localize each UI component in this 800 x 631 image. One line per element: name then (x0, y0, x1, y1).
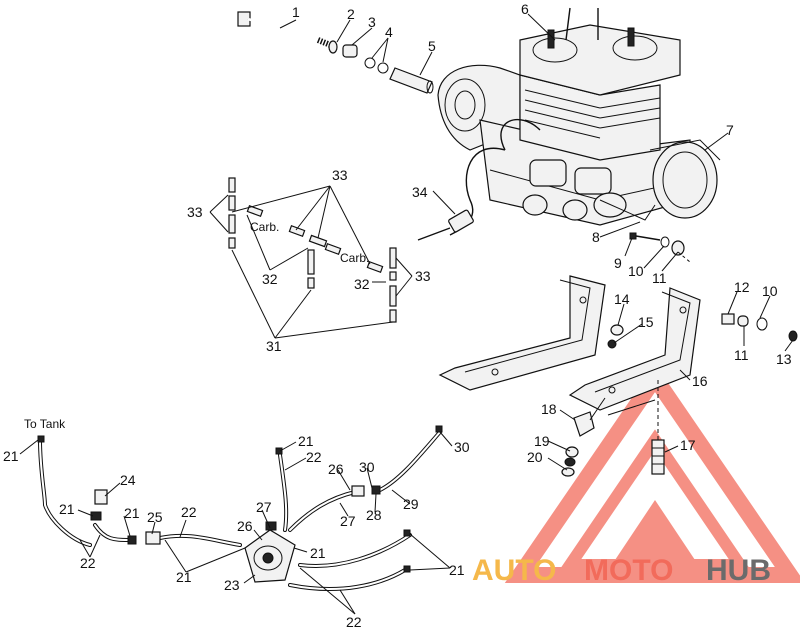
callout-17: 17 (680, 437, 696, 453)
bracket-part (573, 397, 606, 437)
to-tank-note: To Tank (24, 417, 66, 431)
callout-23: 23 (224, 577, 240, 593)
callout-21-pump: 21 (176, 569, 192, 585)
callout-1: 1 (292, 4, 300, 20)
callout-2: 2 (347, 6, 355, 22)
mount-nut-part (607, 324, 624, 349)
callout-26-pump: 26 (237, 518, 253, 534)
callout-32-right: 32 (354, 276, 370, 292)
callout-21-left: 21 (59, 501, 75, 517)
callout-22-left: 22 (80, 555, 96, 571)
engine-mount-right (568, 287, 701, 411)
carb-note-right: Carb. (340, 251, 369, 265)
watermark-word-moto: MOTO (584, 554, 673, 587)
watermark-text: AUTO MOTO HUB (472, 554, 771, 587)
fuel-hoses (38, 430, 442, 591)
callout-24: 24 (120, 472, 136, 488)
callout-7: 7 (726, 122, 734, 138)
callout-12: 12 (734, 279, 750, 295)
watermark-logo (504, 363, 800, 583)
sleeve-part (389, 67, 434, 94)
callout-27-pump: 27 (256, 499, 272, 515)
callout-32-left: 32 (262, 271, 278, 287)
callout-33-top: 33 (332, 167, 348, 183)
callout-22-mid: 22 (181, 504, 197, 520)
washer-part (328, 40, 338, 54)
leader-lines (19, 13, 794, 615)
impulse-fittings (228, 177, 397, 323)
callout-6: 6 (521, 1, 529, 17)
callout-22-top: 22 (306, 449, 322, 465)
callout-21-tank: 21 (3, 448, 19, 464)
stud-part (651, 380, 665, 475)
sensor-wire-part (417, 209, 474, 241)
callout-22-bottom: 22 (346, 614, 362, 630)
callout-18: 18 (541, 401, 557, 417)
callout-labels: 1 2 3 4 5 6 7 8 9 10 10 11 11 12 13 14 1… (3, 1, 792, 630)
callout-13: 13 (776, 351, 792, 367)
callout-25: 25 (147, 509, 163, 525)
callout-14: 14 (614, 291, 630, 307)
callout-21-top: 21 (298, 433, 314, 449)
callout-30-right: 30 (454, 439, 470, 455)
grommet-part (561, 446, 579, 477)
callout-21-far: 21 (449, 562, 465, 578)
callout-26-top: 26 (328, 461, 344, 477)
callout-21-mid: 21 (124, 505, 140, 521)
callout-33-left: 33 (187, 204, 203, 220)
callout-16: 16 (692, 373, 708, 389)
callout-4: 4 (385, 24, 393, 40)
callout-11-upper: 11 (652, 270, 667, 286)
callout-15: 15 (638, 314, 654, 330)
watermark-word-hub: HUB (706, 554, 771, 587)
callout-11-right: 11 (734, 347, 749, 363)
callout-33-right: 33 (415, 268, 431, 284)
mount-bolt-part (629, 232, 685, 256)
mount-hardware-part (721, 313, 798, 342)
annotation-notes: To Tank Carb. Carb. (24, 220, 369, 431)
watermark-word-auto: AUTO (472, 554, 556, 587)
callout-20: 20 (527, 449, 543, 465)
callout-8: 8 (592, 229, 600, 245)
fuel-fittings (37, 425, 443, 573)
callout-31: 31 (266, 338, 282, 354)
callout-27-line: 27 (340, 513, 356, 529)
callout-19: 19 (534, 433, 550, 449)
o-ring-part (364, 57, 389, 74)
callout-30-mid: 30 (359, 459, 375, 475)
callout-5: 5 (428, 38, 436, 54)
engine-mount-left (438, 275, 606, 391)
engine-assembly (437, 7, 721, 236)
callout-28: 28 (366, 507, 382, 523)
bolt-part (237, 11, 335, 49)
callout-29: 29 (403, 496, 419, 512)
callout-3: 3 (368, 14, 376, 30)
callout-21-right: 21 (310, 545, 326, 561)
callout-10-upper: 10 (628, 263, 644, 279)
spacer-part (342, 44, 358, 58)
fuel-pump-part (244, 521, 296, 583)
callout-10-right: 10 (762, 283, 778, 299)
callout-9: 9 (614, 255, 622, 271)
callout-34: 34 (412, 184, 428, 200)
carb-note-left: Carb. (250, 220, 279, 234)
